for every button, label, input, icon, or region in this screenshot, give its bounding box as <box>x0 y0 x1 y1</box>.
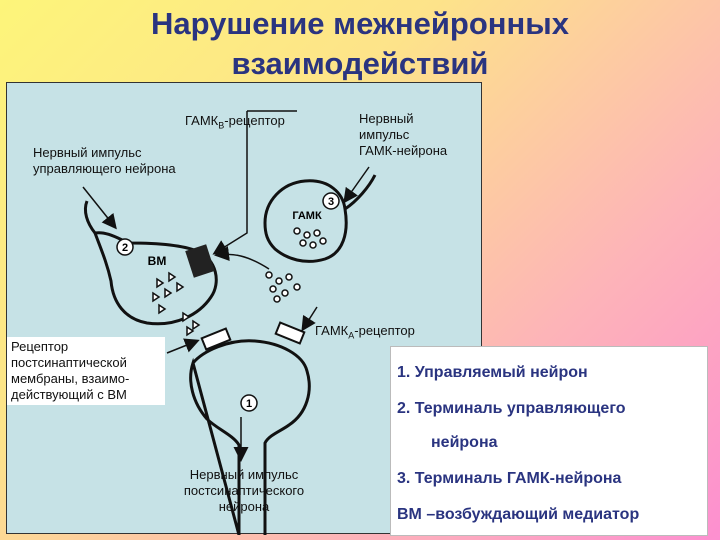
gabab-receptor-block <box>185 244 215 278</box>
legend-item-4: ВМ –возбуждающий медиатор <box>397 506 640 523</box>
arrow-gaba-to-gabab <box>214 246 270 270</box>
num-circle-1 <box>240 394 258 412</box>
gaba-terminal-outline <box>263 179 348 263</box>
legend-item-2b: нейрона <box>431 434 498 451</box>
gabaa-receptor-block <box>274 321 306 345</box>
terminal-vm-label: ВМ <box>148 254 167 268</box>
num-text-3: 3 <box>328 196 334 208</box>
num-circle-3 <box>322 192 340 210</box>
control-terminal-outline <box>92 231 218 326</box>
postsynaptic-neuron-outline <box>189 339 311 535</box>
arrow-gaba-impulse <box>343 166 370 204</box>
gabaa-sub: A <box>348 330 355 341</box>
synapse-drawing: 2 3 1 ГАМК ВМ <box>82 110 377 535</box>
num-text-2: 2 <box>122 242 128 254</box>
legend-item-2a: 2. Терминаль управляющего <box>397 400 626 417</box>
gabaa-suffix: -рецептор <box>354 323 415 338</box>
num-circle-2 <box>116 238 134 256</box>
legend-item-3: 3. Терминаль ГАМК-нейрона <box>397 470 622 487</box>
gabab-prefix: ГАМК <box>185 113 219 128</box>
vm-mediator-triangles <box>152 271 201 337</box>
gabab-sub: B <box>218 120 225 131</box>
gabab-suffix: -рецептор <box>224 113 285 128</box>
vm-receptor-block <box>200 327 232 351</box>
gabaa-prefix: ГАМК <box>315 323 349 338</box>
arrow-gabaa-leader <box>301 306 318 332</box>
impulse-gaba-label: Нервный импульс ГАМК-нейрона <box>359 111 448 158</box>
arrow-gabab-to-receptor <box>212 187 248 255</box>
arrow-gabab <box>246 110 297 187</box>
impulse-post-label: Нервный импульс постсинаптического нейро… <box>183 467 305 514</box>
title-line-1: Нарушение межнейронных <box>151 6 569 41</box>
control-axon <box>83 200 97 234</box>
gabab-receptor-label: ГАМКB-рецептор <box>185 97 285 134</box>
legend-box: 1. Управляемый нейрон 2. Терминаль управ… <box>390 346 708 536</box>
synapse-diagram: 2 3 1 ГАМК ВМ ГАМКB-рецептор Нервный имп… <box>6 82 482 535</box>
legend-item-1: 1. Управляемый нейрон <box>397 364 588 381</box>
gaba-axon <box>344 174 377 211</box>
arrow-control-impulse <box>82 186 117 230</box>
arrow-vm-leader <box>166 338 200 354</box>
title-line-2: взаимодействий <box>231 46 489 81</box>
gaba-vesicles <box>265 227 327 303</box>
page-title: Нарушение межнейронных взаимодействий <box>60 4 660 84</box>
gabaa-receptor-label: ГАМКA-рецептор <box>315 307 415 344</box>
impulse-control-label: Нервный импульс управляющего нейрона <box>33 145 176 176</box>
terminal-gaba-label: ГАМК <box>292 210 322 222</box>
num-text-1: 1 <box>246 398 252 410</box>
receptor-post-label: Рецептор постсинаптической мембраны, вза… <box>7 337 165 405</box>
